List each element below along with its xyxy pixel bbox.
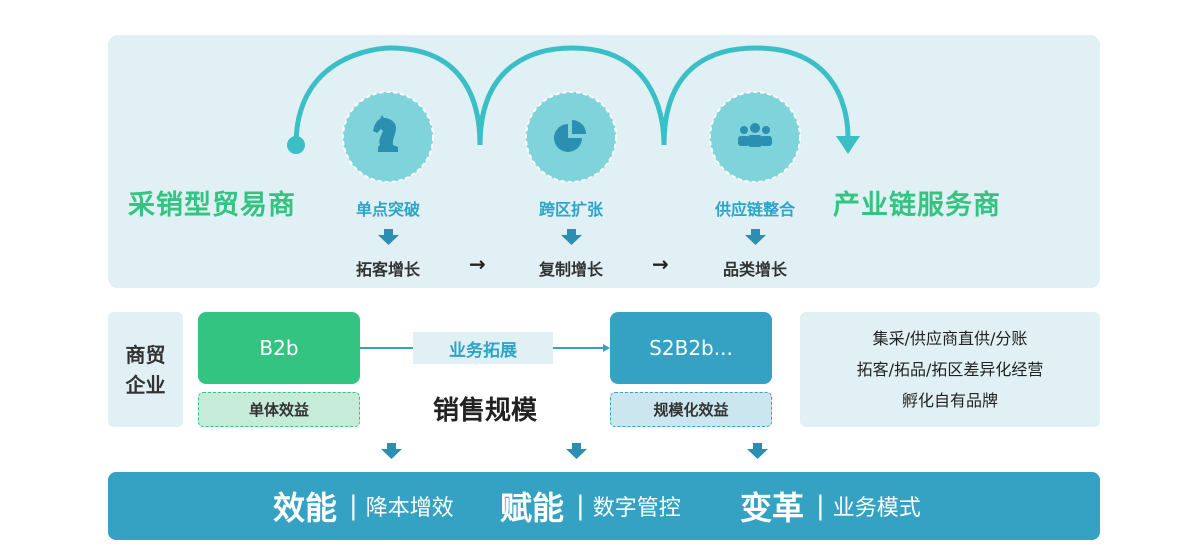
bottom-value-1: 降本增效 [365,496,454,521]
bottom-bar: 效能 | 降本增效 赋能 | 数字管控 变革 | 业务模式 [108,472,1100,540]
down-arrow-bottom-3 [747,443,768,459]
trade-enterprise-label: 商贸 企业 [108,312,183,427]
service-item-2: 拓客/拓品/拓区差异化经营 [856,360,1044,379]
bottom-value-2: 数字管控 [592,496,681,521]
down-arrow-stage-3 [745,229,766,245]
stage-circle-2 [525,91,617,183]
arc-segment-2 [477,45,667,146]
service-item-1: 集采/供应商直供/分账 [872,329,1028,348]
growth-label-1: 拓客增长 [355,260,420,279]
service-item-3: 孵化自有品牌 [901,391,998,410]
bottom-sep-3: | [816,491,825,521]
s2b2b-box: S2B2b... [610,312,772,384]
arc-end-arrowhead [836,136,860,154]
side-label-line2: 企业 [125,372,166,397]
single-benefit-tag: 单体效益 [198,392,360,427]
stage-label-3: 供应链整合 [714,200,795,219]
group-icon [738,123,772,147]
growth-label-3: 品类增长 [722,260,787,279]
bottom-item-transform: 变革 | 业务模式 [740,472,921,540]
bottom-key-2: 赋能 [500,489,565,527]
bottom-value-3: 业务模式 [832,496,921,521]
stage-label-1: 单点突破 [355,200,420,219]
right-arrow-1: → [469,252,486,276]
down-arrow-bottom-1 [381,443,402,459]
arc-segment-3 [661,45,851,146]
right-title: 产业链服务商 [833,190,1001,221]
down-arrow-stage-2 [561,229,582,245]
stage-label-2: 跨区扩张 [538,200,603,219]
down-arrow-stage-1 [378,229,399,245]
right-arrow-2: → [652,252,669,276]
left-title: 采销型贸易商 [128,190,296,221]
chess-knight-icon [373,115,398,152]
pie-chart-icon [554,120,586,152]
bottom-key-1: 效能 [273,489,338,527]
bottom-item-empower: 赋能 | 数字管控 [500,472,681,540]
growth-label-2: 复制增长 [538,260,603,279]
connector-arrowhead [603,344,610,352]
down-arrow-bottom-2 [566,443,587,459]
scale-benefit-tag: 规模化效益 [610,392,772,427]
side-label-line1: 商贸 [125,342,166,367]
services-list: 集采/供应商直供/分账 拓客/拓品/拓区差异化经营 孵化自有品牌 [800,312,1100,427]
b2b-box: B2b [198,312,360,384]
arc-segment-1 [293,45,483,146]
bottom-item-efficiency: 效能 | 降本增效 [273,472,454,540]
business-expand-label: 业务拓展 [413,332,553,364]
bottom-key-3: 变革 [740,489,805,527]
sales-scale-label: 销售规模 [432,396,537,426]
bottom-sep-1: | [349,491,358,521]
bottom-sep-2: | [576,491,585,521]
